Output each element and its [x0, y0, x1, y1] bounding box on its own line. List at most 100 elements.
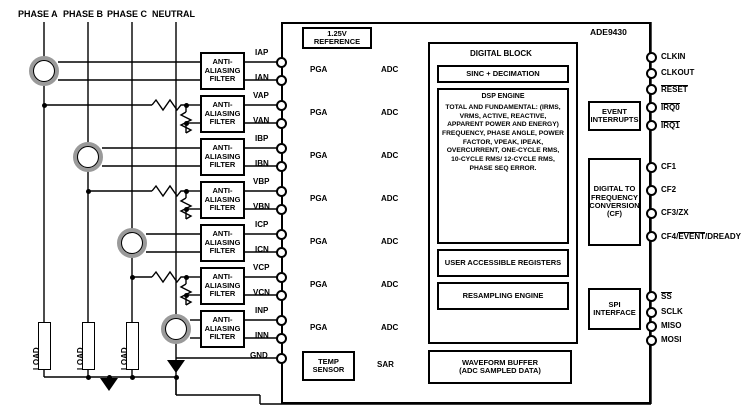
source-label-phase-b: PHASE B: [63, 9, 104, 19]
junction-dot: [183, 120, 189, 126]
pin-label-vbn: VBN: [253, 202, 270, 211]
adc-label-5: ADC: [381, 237, 399, 246]
cf4-suffix: /DREADY: [705, 232, 742, 241]
pin-label-gnd: GND: [250, 351, 268, 360]
pin-cf2[interactable]: [645, 184, 657, 196]
pin-clkout[interactable]: [645, 67, 657, 79]
pin-cf1[interactable]: [645, 161, 657, 173]
load-phase-a: [38, 322, 51, 370]
resampling-engine-block: RESAMPLING ENGINE: [437, 282, 569, 310]
dsp-engine-block: DSP ENGINE TOTAL AND FUNDAMENTAL: (IRMS,…: [437, 88, 569, 244]
adc-label-7: ADC: [381, 323, 399, 332]
pin-cf4-event-dready[interactable]: [645, 230, 657, 242]
pin-ibn[interactable]: [275, 160, 287, 172]
pin-irq1[interactable]: [645, 119, 657, 131]
pga-label-3: PGA: [310, 151, 328, 160]
pin-iap[interactable]: [275, 56, 287, 68]
pin-label-vcn: VCN: [253, 288, 270, 297]
pin-label-irq0: IRQ0: [661, 103, 680, 112]
pin-label-ibp: IBP: [255, 134, 269, 143]
pin-label-inn: INN: [255, 331, 269, 340]
reference-line2: REFERENCE: [313, 37, 361, 46]
source-label-phase-a: PHASE A: [18, 9, 58, 19]
pin-label-ss-text: SS: [661, 292, 672, 301]
pin-vcp[interactable]: [275, 271, 287, 283]
pin-irq0[interactable]: [645, 101, 657, 113]
adc-label-1: ADC: [381, 65, 399, 74]
pin-label-van: VAN: [253, 116, 270, 125]
pin-label-irq1: IRQ1: [661, 121, 680, 130]
anti-aliasing-filter-4: ANTI-ALIASING FILTER: [200, 181, 245, 219]
adc-label-2: ADC: [381, 108, 399, 117]
pin-label-vap: VAP: [253, 91, 269, 100]
cf-line2: FREQUENCY: [590, 192, 639, 202]
temp-sensor-line1: TEMP: [318, 356, 339, 366]
source-label-phase-c: PHASE C: [107, 9, 148, 19]
pin-label-miso: MISO: [661, 321, 682, 330]
anti-aliasing-filter-6: ANTI-ALIASING FILTER: [200, 267, 245, 305]
pin-clkin[interactable]: [645, 51, 657, 63]
pin-inp[interactable]: [275, 314, 287, 326]
adc-label-6: ADC: [381, 280, 399, 289]
cf-line3: CONVERSION: [589, 201, 640, 210]
junction-dot: [41, 102, 47, 108]
pga-label-2: PGA: [310, 108, 328, 117]
pin-icp[interactable]: [275, 228, 287, 240]
waveform-buffer-block: WAVEFORM BUFFER (ADC SAMPLED DATA): [428, 350, 572, 384]
current-transformer-phase-a: [29, 56, 59, 86]
pga-label-4: PGA: [310, 194, 328, 203]
pin-label-sclk: SCLK: [661, 307, 683, 316]
anti-aliasing-filter-2: ANTI-ALIASING FILTER: [200, 95, 245, 133]
pin-ibp[interactable]: [275, 142, 287, 154]
adc-label-4: ADC: [381, 194, 399, 203]
pin-inn[interactable]: [275, 332, 287, 344]
pin-label-irq0-text: IRQ0: [661, 103, 680, 112]
load-phase-b: [82, 322, 95, 370]
anti-aliasing-filter-1: ANTI-ALIASING FILTER: [200, 52, 245, 90]
pin-sclk[interactable]: [645, 306, 657, 318]
junction-dot: [106, 374, 112, 380]
pin-vcn[interactable]: [275, 289, 287, 301]
earth-ground-symbol-left: [100, 378, 118, 391]
temp-sensor-block: TEMP SENSOR: [302, 351, 355, 381]
pin-label-ian: IAN: [255, 73, 269, 82]
pin-cf3-zx[interactable]: [645, 207, 657, 219]
pin-label-inp: INP: [255, 306, 269, 315]
dsp-engine-title: DSP ENGINE: [481, 93, 525, 100]
pin-gnd[interactable]: [275, 352, 287, 364]
current-transformer-phase-b: [73, 142, 103, 172]
pin-label-mosi: MOSI: [661, 335, 682, 344]
pin-vbn[interactable]: [275, 203, 287, 215]
pin-mosi[interactable]: [645, 334, 657, 346]
junction-dot: [183, 188, 189, 194]
pin-label-cf3-zx: CF3/ZX: [661, 208, 689, 217]
junction-dot: [183, 102, 189, 108]
cf4-event-bar: EVENT: [678, 232, 706, 241]
junction-dot: [183, 206, 189, 212]
junction-dot: [183, 274, 189, 280]
pin-reset[interactable]: [645, 83, 657, 95]
pga-label-6: PGA: [310, 280, 328, 289]
pin-van[interactable]: [275, 117, 287, 129]
junction-dot: [173, 374, 179, 380]
cf4-prefix: CF4/: [661, 232, 679, 241]
pin-ss[interactable]: [645, 290, 657, 302]
source-label-neutral: NEUTRAL: [152, 9, 195, 19]
pin-vbp[interactable]: [275, 185, 287, 197]
pin-icn[interactable]: [275, 246, 287, 258]
reference-line1: 1.25V: [327, 28, 347, 38]
pin-ian[interactable]: [275, 74, 287, 86]
event-interrupts-line1: EVENT: [601, 106, 627, 116]
load-label-c: LOAD: [120, 347, 129, 370]
anti-aliasing-filter-3: ANTI-ALIASING FILTER: [200, 138, 245, 176]
pin-label-vbp: VBP: [253, 177, 270, 186]
pin-vap[interactable]: [275, 99, 287, 111]
load-label-b: LOAD: [76, 347, 85, 370]
pin-label-clkin: CLKIN: [661, 52, 686, 61]
spi-line2: INTERFACE: [593, 308, 636, 317]
pga-label-7: PGA: [310, 323, 328, 332]
spi-interface-block: SPI INTERFACE: [588, 288, 641, 330]
pin-label-ss: SS: [661, 292, 672, 301]
pin-miso[interactable]: [645, 320, 657, 332]
